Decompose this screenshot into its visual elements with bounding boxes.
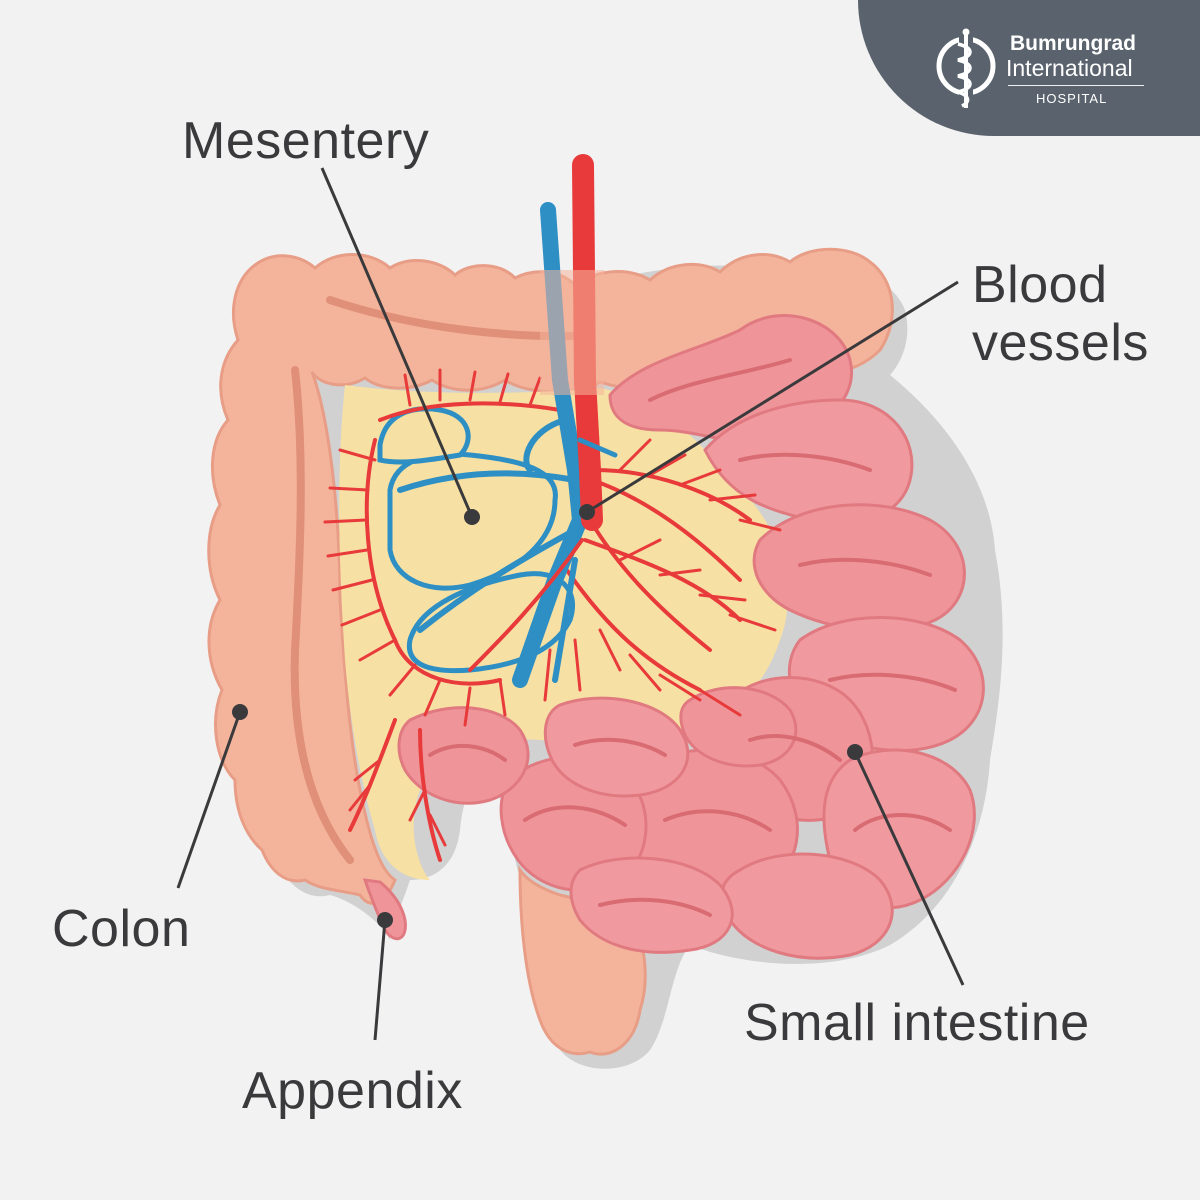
artery-arc-8 — [418, 728, 442, 862]
twig-5 — [331, 578, 374, 592]
fold-9 — [598, 897, 712, 917]
twig-20 — [708, 493, 757, 502]
small-intestine-loop-3 — [752, 503, 966, 633]
vein-branch-upper — [523, 417, 568, 473]
twig-35 — [428, 813, 447, 847]
small-intestine-loop-13 — [679, 686, 798, 768]
vein-branch-right — [577, 437, 618, 458]
leader-colon — [176, 711, 242, 889]
label-blood-vessels-line-2: vessels — [972, 314, 1149, 373]
fold-4 — [828, 672, 957, 692]
small-intestine-loop-2 — [703, 398, 914, 526]
emblem-serpent — [951, 42, 972, 108]
colon — [207, 247, 894, 1056]
fold-6 — [853, 813, 952, 832]
leader-appendix — [373, 919, 387, 1041]
artery-branch-right-1 — [590, 478, 742, 582]
twig-14 — [468, 370, 477, 402]
twig-22 — [618, 538, 662, 562]
twig-32 — [353, 758, 382, 782]
twig-8 — [388, 663, 417, 697]
twig-30 — [573, 638, 582, 692]
twig-26 — [598, 628, 622, 672]
twig-28 — [658, 673, 702, 702]
twig-31 — [543, 648, 552, 702]
twig-3 — [323, 518, 368, 524]
leader-lines — [176, 167, 965, 1041]
twig-25 — [728, 613, 777, 632]
fold-3 — [798, 557, 932, 577]
leader-small-intestine — [853, 751, 965, 986]
twig-21 — [738, 518, 782, 532]
twig-19 — [678, 468, 722, 487]
fold-8 — [523, 805, 627, 827]
label-mesentery: Mesentery — [182, 112, 430, 170]
logo-name: Bumrungrad — [1010, 32, 1136, 55]
twig-15 — [498, 372, 510, 404]
artery-arc-6 — [378, 401, 562, 422]
colon-ascending-fold — [290, 366, 354, 864]
leader-dots — [232, 504, 863, 928]
twig-11 — [498, 678, 507, 717]
small-intestine-loop-10 — [569, 856, 734, 954]
label-small-intestine: Small intestine — [744, 994, 1090, 1052]
twig-1 — [338, 448, 377, 462]
artery-arc-2 — [393, 638, 502, 686]
logo-subname: International — [1006, 55, 1133, 81]
artery-branch-left — [468, 538, 584, 672]
dot-mesentery — [464, 509, 480, 525]
small-intestine — [397, 314, 985, 960]
twig-18 — [648, 453, 687, 477]
emblem-top — [962, 28, 970, 36]
twig-9 — [423, 678, 442, 717]
twig-12 — [403, 373, 412, 407]
twig-16 — [528, 376, 542, 407]
artery-twigs — [323, 368, 782, 847]
fold-1 — [648, 358, 792, 402]
twig-29 — [698, 688, 742, 717]
fold-11 — [573, 737, 667, 757]
small-intestine-folds — [428, 358, 957, 917]
label-appendix: Appendix — [242, 1062, 463, 1120]
twig-33 — [348, 783, 372, 812]
vein-branch-left — [397, 470, 578, 493]
twig-6 — [340, 608, 382, 627]
label-blood-vessels: Blood vessels — [972, 256, 1149, 372]
appendix-shape — [362, 878, 407, 941]
twig-2 — [328, 486, 370, 492]
artery-arc-4 — [593, 468, 752, 522]
fold-7 — [663, 809, 772, 832]
label-colon: Colon — [52, 900, 191, 958]
dot-colon — [232, 704, 248, 720]
twig-4 — [326, 548, 369, 558]
leader-blood-vessels — [586, 280, 959, 514]
fold-2 — [738, 452, 872, 472]
logo-tagline: HOSPITAL — [1036, 91, 1108, 106]
vein-branch-lower-right — [552, 557, 578, 683]
vein-branch-lower — [417, 527, 578, 633]
twig-23 — [658, 568, 702, 577]
dot-appendix — [377, 912, 393, 928]
dot-blood-vessels — [579, 504, 595, 520]
dot-small-intestine — [847, 744, 863, 760]
artery-arc-7 — [348, 718, 397, 832]
vessel-overlap — [540, 270, 604, 395]
twig-10 — [463, 686, 472, 727]
twig-27 — [628, 653, 662, 692]
small-intestine-loop-12 — [543, 696, 690, 798]
leader-mesentery — [320, 167, 474, 518]
twig-34 — [408, 788, 427, 822]
fold-5 — [748, 734, 842, 762]
fold-10 — [428, 743, 507, 762]
twig-7 — [358, 638, 397, 662]
artery-arc-1 — [364, 438, 397, 642]
twig-17 — [618, 438, 652, 472]
small-intestine-loop-11 — [397, 706, 530, 805]
label-blood-vessels-line-1: Blood — [972, 256, 1108, 314]
twig-24 — [698, 593, 747, 602]
caduceus-emblem-icon — [936, 28, 996, 108]
logo-divider — [1008, 85, 1144, 86]
artery-branch-right-2 — [588, 518, 712, 652]
